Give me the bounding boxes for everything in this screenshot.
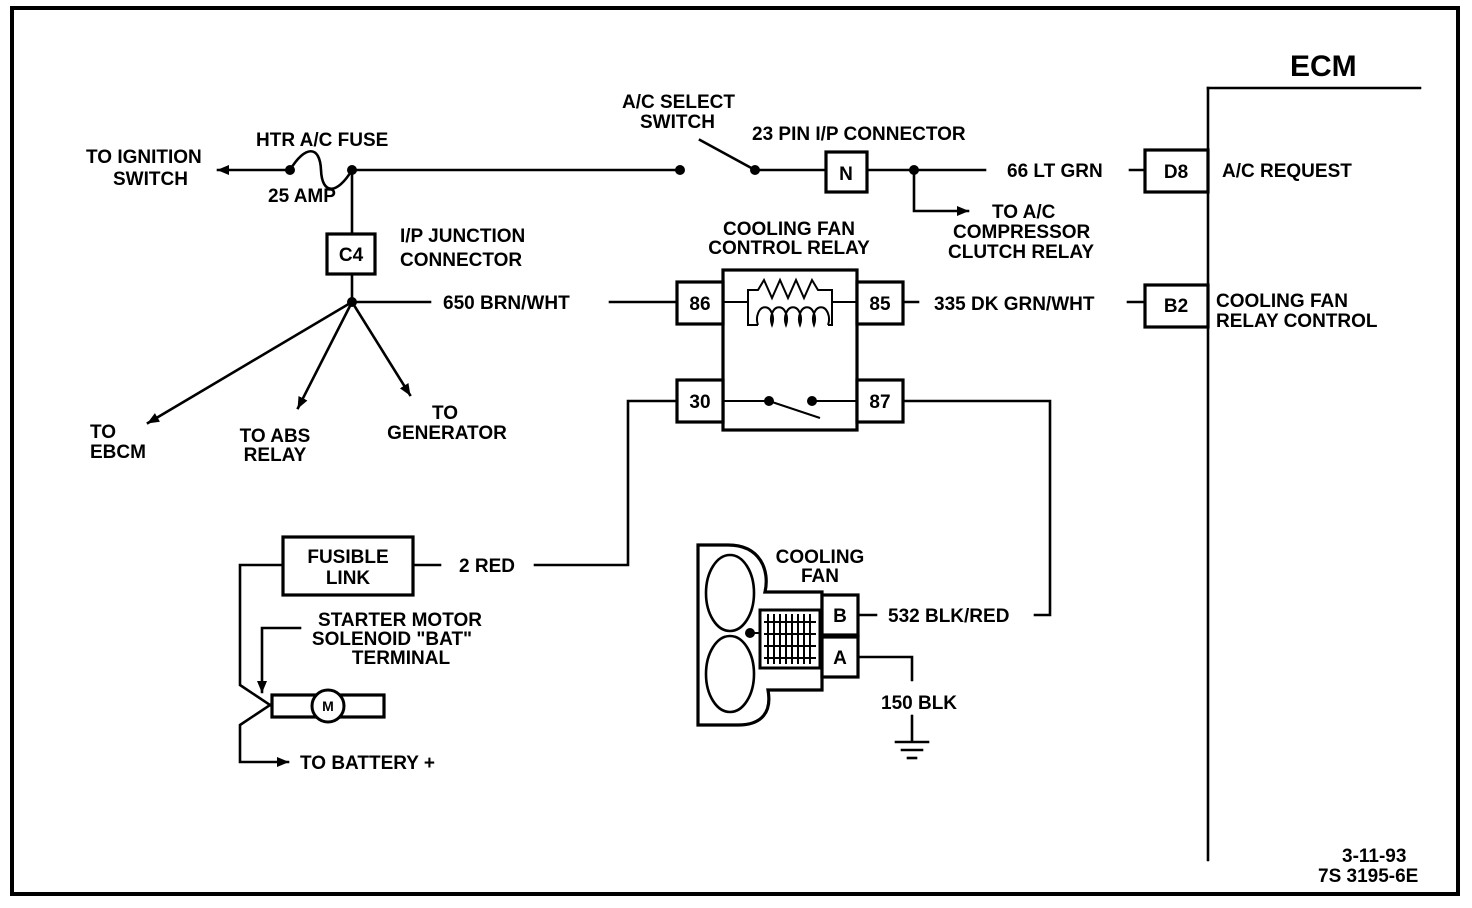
wire-150-blk-ground: 150 BLK [856, 655, 957, 760]
wire-66-lt-grn: 66 LT GRN [865, 161, 1147, 182]
ip-connector-pin: N [839, 164, 853, 185]
cooling-fan: COOLING FAN B A [696, 543, 865, 727]
wire-335-label: 335 DK GRN/WHT [934, 294, 1095, 315]
fuse-name: HTR A/C FUSE [256, 130, 388, 151]
fan-pin-a-label: A [833, 648, 847, 669]
relay-label-line2: CONTROL RELAY [708, 238, 870, 259]
compressor-clutch-lead: TO A/C COMPRESSOR CLUTCH RELAY [912, 168, 1094, 263]
fan-blade-lower-icon [704, 634, 756, 714]
motor-icon [310, 688, 346, 724]
generator-label-line1: TO [432, 403, 458, 424]
relay-label-line1: COOLING FAN [723, 219, 855, 240]
abs-label-line1: TO ABS [240, 426, 311, 447]
ignition-label-line1: TO IGNITION [86, 147, 202, 168]
ecm-pin-b2: B2 COOLING FAN RELAY CONTROL [1143, 283, 1378, 332]
ac-switch-label-line2: SWITCH [640, 112, 715, 133]
branch-ebcm: TO EBCM [90, 300, 354, 463]
junction-pin-label: C4 [339, 245, 364, 266]
relay-pin-87-label: 87 [869, 392, 890, 413]
footer-date: 3-11-93 [1342, 846, 1406, 867]
cooling-fan-relay-control-line2: RELAY CONTROL [1216, 311, 1378, 332]
relay-contact-icon [768, 400, 821, 419]
junction-label-line2: CONNECTOR [400, 250, 522, 271]
ac-select-switch: A/C SELECT SWITCH [622, 92, 760, 175]
relay-body [721, 268, 859, 432]
branch-abs-relay: TO ABS RELAY [240, 300, 354, 466]
fusible-label-line1: FUSIBLE [307, 547, 388, 568]
starter-motor-solenoid: M STARTER MOTOR SOLENOID "BAT" TERMINAL … [238, 563, 482, 774]
generator-label-line2: GENERATOR [387, 423, 507, 444]
fusible-link: FUSIBLE LINK [281, 535, 415, 597]
fusible-label-line2: LINK [326, 568, 371, 589]
relay-coil-icon [756, 306, 830, 328]
ip-connector-n: N 23 PIN I/P CONNECTOR [752, 124, 966, 194]
ip-connector-label: 23 PIN I/P CONNECTOR [752, 124, 966, 145]
relay-pin-86-label: 86 [689, 294, 710, 315]
ecm-module: ECM [1206, 50, 1422, 862]
motor-label: M [322, 698, 334, 714]
abs-label-line2: RELAY [244, 445, 307, 466]
wire-66-label: 66 LT GRN [1007, 161, 1103, 182]
wire-2-label: 2 RED [459, 556, 515, 577]
ac-switch-label-line1: A/C SELECT [622, 92, 735, 113]
wire-2-red: 2 RED [411, 399, 679, 577]
diagram-frame [10, 6, 1460, 896]
wire-532-label: 532 BLK/RED [888, 606, 1009, 627]
cooling-fan-relay: COOLING FAN CONTROL RELAY 86 85 30 87 [675, 219, 905, 432]
fan-label-line2: FAN [801, 566, 839, 587]
ignition-switch-lead: TO IGNITION SWITCH [86, 147, 292, 190]
ac-request-label: A/C REQUEST [1222, 161, 1352, 182]
compressor-label-line1: TO A/C [992, 202, 1056, 223]
ip-junction-connector: C4 I/P JUNCTION CONNECTOR [325, 226, 525, 276]
ecm-title: ECM [1290, 50, 1357, 83]
relay-pin-85 [855, 280, 905, 326]
relay-resistor-icon [723, 277, 857, 303]
pin-d8-label: D8 [1164, 162, 1188, 183]
wire-150-label: 150 BLK [881, 693, 957, 714]
fan-label-line1: COOLING [776, 547, 865, 568]
starter-label-line2: SOLENOID "BAT" [312, 629, 472, 650]
wire-335-dk-grn-wht: 335 DK GRN/WHT [901, 294, 1147, 315]
starter-label-line3: TERMINAL [352, 648, 451, 669]
cooling-fan-relay-control-line1: COOLING FAN [1216, 291, 1348, 312]
htr-ac-fuse: HTR A/C FUSE 25 AMP [256, 130, 388, 207]
relay-pin-86 [675, 280, 725, 326]
fan-blade-upper-icon [704, 553, 756, 633]
fan-pin-b-label: B [833, 606, 847, 627]
relay-pin-85-label: 85 [869, 294, 891, 315]
relay-pin-30-label: 30 [689, 392, 710, 413]
branch-generator: TO GENERATOR [350, 300, 507, 444]
fuse-rating: 25 AMP [268, 186, 336, 207]
ebcm-label-line2: EBCM [90, 442, 146, 463]
wire-532-blk-red: 532 BLK/RED [856, 399, 1052, 627]
wire-650-label: 650 BRN/WHT [443, 293, 570, 314]
compressor-label-line3: CLUTCH RELAY [948, 242, 1094, 263]
pin-b2-label: B2 [1164, 296, 1188, 317]
ebcm-label-line1: TO [90, 422, 116, 443]
battery-label: TO BATTERY + [300, 753, 435, 774]
ecm-pin-d8: D8 A/C REQUEST [1143, 148, 1352, 194]
junction-label-line1: I/P JUNCTION [400, 226, 525, 247]
ignition-label-line2: SWITCH [113, 169, 188, 190]
relay-pin-87 [855, 378, 905, 424]
footer-code: 7S 3195-6E [1318, 866, 1418, 887]
compressor-label-line2: COMPRESSOR [953, 222, 1091, 243]
wire-650-brn-wht: 650 BRN/WHT [350, 293, 679, 314]
starter-label-line1: STARTER MOTOR [318, 610, 482, 631]
